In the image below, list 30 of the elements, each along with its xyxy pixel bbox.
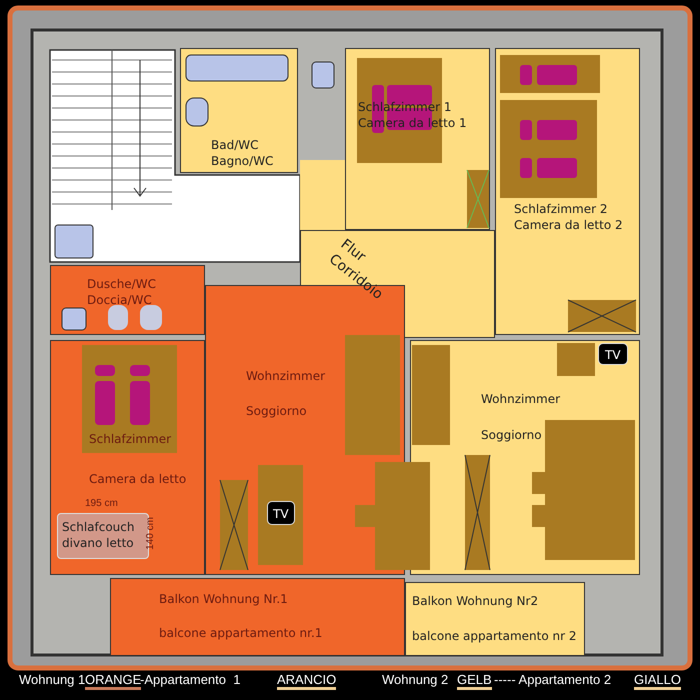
room-label: balcone appartamento nr 2 [412,628,577,644]
room-label: Wohnzimmer [246,368,326,384]
room-label: Soggiorno [246,403,307,420]
legend-text: GIALLO [634,672,681,690]
room-label: Schlafzimmer [89,431,172,448]
room-label: Schlafzimmer 2 Camera da letto 2 [514,201,624,234]
room-label: Dusche/WC Doccia/WC [87,276,157,308]
room-label: Balkon Wohnung Nr.1 [159,591,288,608]
room-label: balcone appartamento nr.1 [159,625,322,642]
tv-badge [267,501,295,525]
legend-text: Wohnung 2 [382,672,448,687]
room-label: Balkon Wohnung Nr2 [412,593,538,610]
room-label: Soggiorno [481,427,542,444]
legend-text: GELB [457,672,492,690]
room-label: Schlafcouch divano letto [62,519,136,552]
dimension-label: 140 cm [144,517,156,550]
legend-text: ORANGE [85,672,142,690]
room-label: Wohnzimmer [481,391,560,408]
tv-badge [598,343,628,365]
room-label: Camera da letto [89,471,186,488]
room-label: Bad/WC Bagno/WC [211,137,274,170]
legend-text: Wohnung 1 [19,672,86,687]
legend-text: ----- Appartamento 2 [494,672,612,687]
room-area [405,582,585,656]
legend-text: ARANCIO [277,672,336,690]
room-label: TV [273,506,289,522]
legend-text: -Appartamento 1 [140,672,240,687]
room-label: TV [605,347,621,364]
room-area [110,578,405,656]
dimension-label: 195 cm [85,498,118,509]
